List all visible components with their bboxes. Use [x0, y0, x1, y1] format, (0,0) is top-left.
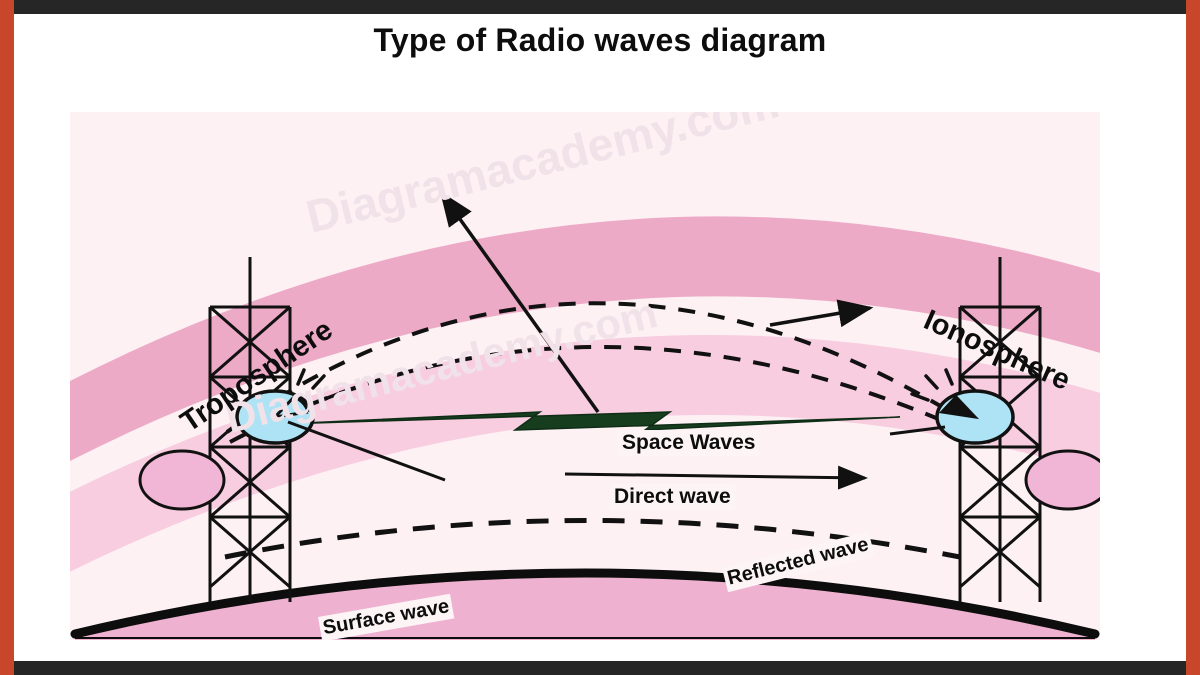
troposphere-band: [70, 335, 1100, 572]
label-space-waves: Space Waves: [618, 430, 760, 456]
diagram-canvas: Diagramacademy.com Diagramacademy.com: [70, 112, 1100, 640]
label-direct-wave: Direct wave: [610, 484, 735, 510]
page-title: Type of Radio waves diagram: [373, 22, 827, 58]
diagram-graphics: [70, 191, 1100, 640]
right-tower-drum: [1024, 449, 1100, 511]
reflected-wave-arrow: [564, 465, 868, 490]
right-dish-spark-icon: [910, 368, 954, 402]
right-border-bar: [1186, 0, 1200, 675]
space-waves-arrow-right: [769, 299, 874, 328]
direct-wave-bolt: [281, 411, 901, 431]
left-dish-spark-icon: [296, 368, 340, 402]
earth-curvature-line: [70, 568, 1100, 639]
left-tower-drum: [138, 449, 226, 511]
right-dish-wedge: [938, 394, 980, 420]
right-dish-leader-line: [889, 425, 946, 436]
space-waves-arrow-up: [439, 191, 600, 414]
left-border-bar: [0, 0, 14, 675]
top-border-bar: [0, 0, 1200, 14]
ionosphere-band: [70, 216, 1100, 462]
sky-wave-outer-path: [225, 301, 992, 439]
bottom-border-bar: [0, 661, 1200, 675]
sky-wave-inner-path: [229, 345, 991, 444]
left-dish-wedge: [273, 395, 310, 419]
left-dish-leader-line: [287, 420, 446, 482]
